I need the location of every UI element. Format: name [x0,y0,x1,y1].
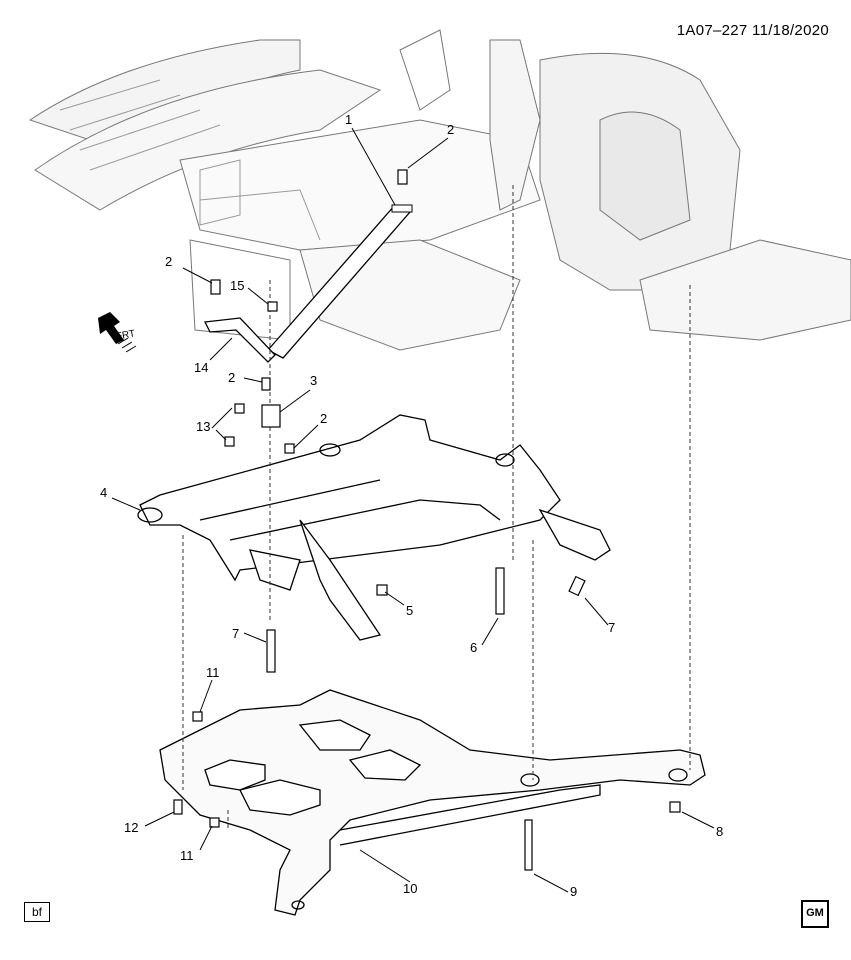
callout-4: 4 [100,485,107,500]
underbody-shield-part-10 [159,689,706,916]
callout-7: 7 [232,626,239,641]
callout-7: 7 [608,620,615,635]
callout-2: 2 [320,411,327,426]
callout-9: 9 [570,884,577,899]
callout-12: 12 [124,820,138,835]
front-direction-arrow [98,312,137,353]
callout-14: 14 [194,360,208,375]
vehicle-body-background [28,29,851,351]
callout-2: 2 [165,254,172,269]
callout-8: 8 [716,824,723,839]
callout-11: 11 [206,665,220,680]
callout-1: 1 [345,112,352,127]
diagram-code: 1A07–227 11/18/2020 [676,22,829,39]
callout-6: 6 [470,640,477,655]
callout-3: 3 [310,373,317,388]
bracket-part-14 [204,317,276,363]
bf-label: bf [24,902,50,922]
callout-2: 2 [447,122,454,137]
callout-10: 10 [403,881,417,896]
callout-5: 5 [406,603,413,618]
callout-15: 15 [230,278,244,293]
callout-11: 11 [180,848,194,863]
callout-13: 13 [196,419,210,434]
gm-logo: GM [801,900,829,928]
callout-2: 2 [228,370,235,385]
bolts [173,169,681,871]
subframe-part-4 [137,414,611,641]
